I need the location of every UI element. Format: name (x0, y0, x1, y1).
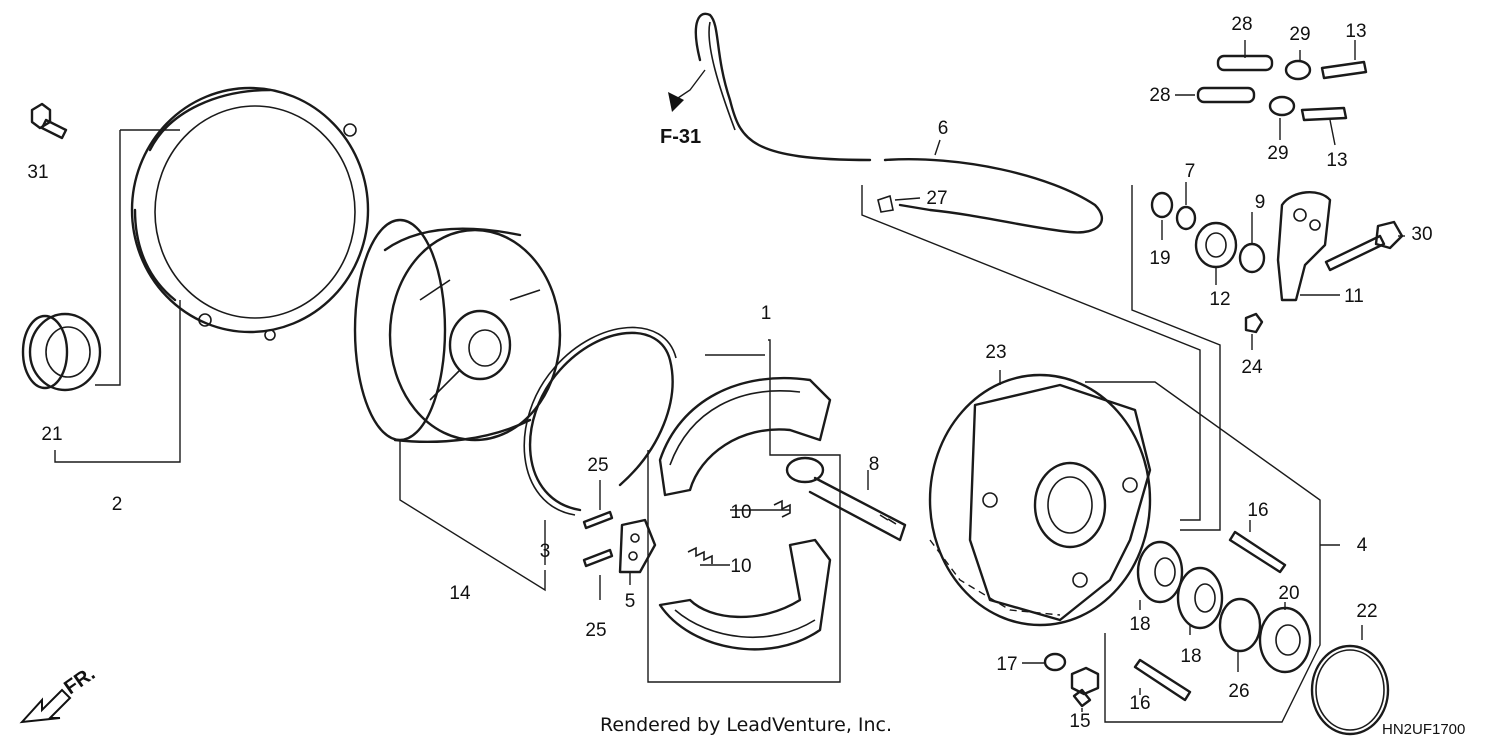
reference-arrow (668, 69, 706, 112)
callout-numbers: 31 2 21 14 3 25 25 5 10 10 1 8 6 27 28 2… (27, 14, 1432, 732)
part-1-brake-shoes (658, 376, 832, 651)
callout-21: 21 (41, 424, 62, 445)
callout-8: 8 (869, 454, 880, 475)
callout-31: 31 (27, 162, 48, 183)
part-22-o-ring (1310, 644, 1390, 736)
callout-9: 9 (1255, 192, 1266, 213)
callout-10b: 10 (730, 556, 751, 577)
part-7-washer (1175, 205, 1197, 231)
part-29-collars (1268, 59, 1312, 117)
part-6-cable (694, 12, 1104, 234)
part-2-drum-cover (130, 86, 370, 341)
front-arrow-icon (19, 688, 72, 724)
part-24-nut (1244, 312, 1264, 334)
part-30-bolt (1324, 220, 1404, 272)
callout-17: 17 (996, 654, 1017, 675)
credit-text: Rendered by LeadVenture, Inc. (600, 714, 892, 736)
callout-18a: 18 (1129, 614, 1150, 635)
callout-15: 15 (1069, 711, 1090, 732)
callout-24: 24 (1241, 357, 1263, 378)
callout-28b: 28 (1149, 85, 1170, 106)
part-16-studs (1133, 530, 1287, 702)
part-13-pins (1300, 60, 1368, 122)
part-11-brake-arm (1276, 191, 1332, 302)
part-3-ring (523, 326, 677, 516)
callout-12: 12 (1209, 289, 1230, 310)
leader-lines (54, 40, 1405, 723)
callout-6: 6 (938, 118, 949, 139)
callout-27: 27 (926, 188, 947, 209)
part-8-camshaft (785, 456, 907, 542)
callout-2: 2 (112, 494, 123, 515)
callout-14: 14 (449, 583, 471, 604)
part-18-bearings (1136, 540, 1224, 630)
part-14-brake-drum (353, 218, 562, 443)
callout-5: 5 (625, 591, 636, 612)
callout-11: 11 (1344, 286, 1364, 307)
callout-18b: 18 (1180, 646, 1201, 667)
part-19-washer (1150, 191, 1174, 219)
part-26-ring (1218, 597, 1262, 653)
callout-28a: 28 (1231, 14, 1252, 35)
part-10-springs (687, 499, 791, 564)
callout-13b: 13 (1326, 150, 1347, 171)
part-31-bolt (30, 102, 68, 140)
callout-19: 19 (1149, 248, 1170, 269)
callout-29b: 29 (1267, 143, 1288, 164)
part-23-brake-panel (928, 373, 1152, 627)
part-9-indicator (1238, 242, 1266, 274)
callout-10a: 10 (730, 502, 751, 523)
callout-25b: 25 (585, 620, 606, 641)
callout-16a: 16 (1247, 500, 1268, 521)
callout-13a: 13 (1345, 21, 1366, 42)
callout-7: 7 (1185, 161, 1196, 182)
callout-25a: 25 (587, 455, 608, 476)
part-15-bolt (1070, 666, 1100, 708)
callout-26: 26 (1228, 681, 1249, 702)
part-12-seal (1194, 221, 1238, 269)
part-17-washer (1043, 652, 1067, 672)
callout-3: 3 (540, 541, 551, 562)
part-27-clip (877, 194, 894, 213)
callout-4: 4 (1357, 535, 1368, 556)
diagram-code: HN2UF1700 (1382, 721, 1465, 738)
part-25-pins (582, 510, 614, 568)
part-28-springs (1196, 54, 1274, 104)
callout-22: 22 (1356, 601, 1377, 622)
callout-16b: 16 (1129, 693, 1150, 714)
callout-20: 20 (1278, 583, 1299, 604)
part-5-plate (618, 518, 657, 574)
callout-30: 30 (1411, 224, 1432, 245)
part-21-oil-seal (21, 312, 102, 392)
callout-29a: 29 (1289, 24, 1310, 45)
callout-1: 1 (761, 303, 772, 324)
dashed-guides (929, 539, 1061, 616)
part-20-seal (1258, 606, 1312, 674)
reference-label: F-31 (660, 126, 701, 148)
callout-23: 23 (985, 342, 1006, 363)
